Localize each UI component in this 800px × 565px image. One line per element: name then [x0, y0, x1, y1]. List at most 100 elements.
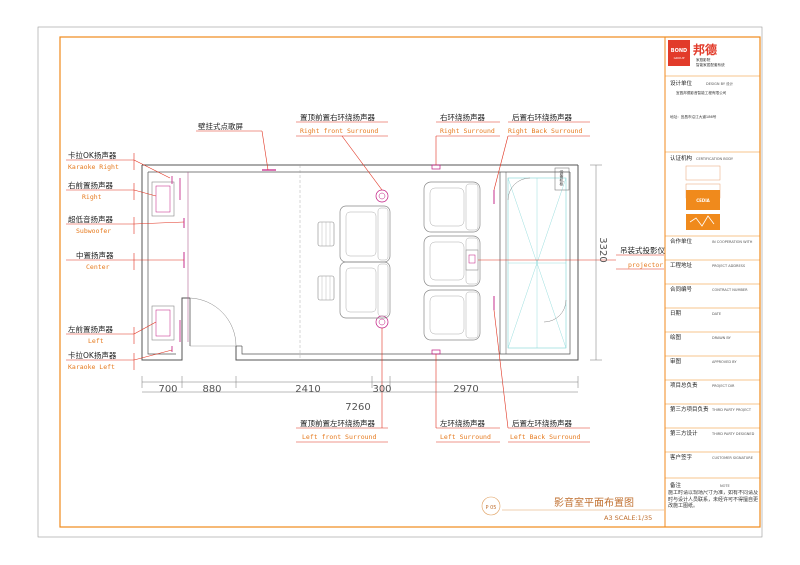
title-block-row-label: 日期: [670, 310, 682, 317]
seat-back-row-3: [423, 289, 481, 341]
title-block-row-label: 绘图: [670, 333, 682, 341]
callout-front-right-surround-en: Right front Surround: [300, 127, 378, 135]
dim-700: 700: [158, 384, 177, 395]
callout-karaoke-right: 卡拉OK扬声器: [68, 150, 117, 160]
dim-2410: 2410: [295, 384, 320, 395]
equipment-rack-label: 设备机柜: [560, 169, 565, 187]
entry-door: [189, 297, 237, 347]
dim-880: 880: [202, 384, 221, 395]
seat-back-row-1: [423, 181, 481, 233]
dimension-lines: [141, 164, 602, 393]
equipment-rack-area: 设备机柜: [507, 167, 570, 349]
dim-300: 300: [372, 384, 391, 395]
drawing-frame: [59, 36, 761, 528]
notes-text-box: 施工时请以现场尺寸为准，如有不同请及时与设计人员联系，未经许可不得擅自更改施工图…: [668, 490, 758, 509]
callout-karaoke-right-en: Karaoke Right: [68, 163, 119, 171]
title-block-row-label-en: DRAWN BY: [712, 336, 732, 340]
callout-left-front: 左前置扬声器: [68, 324, 113, 334]
callout-right-front-en: Right: [82, 193, 102, 201]
left-front-speaker: [151, 305, 181, 342]
title-block-row-label: 客户签字: [670, 453, 693, 461]
callout-wall-screen: 壁挂式点歌屏: [198, 121, 243, 131]
ceiling-speaker-right: [375, 189, 389, 203]
callout-back-left-surround-en: Left Back Surround: [510, 433, 581, 441]
title-block-rows: 合作单位 IN COOPERATION WITH 工程地址 PROJECT ADDRE…: [665, 235, 760, 461]
title-block-row-label: 工程地址: [670, 261, 693, 269]
callout-front-left-surround-en: Left front Surround: [302, 433, 376, 441]
logo-brand-sub: GROUP: [674, 56, 685, 60]
cert-logo-cedia: [686, 190, 720, 210]
title-block-row-label: 审图: [670, 357, 682, 365]
room-walls: [141, 164, 579, 361]
callout-back-right-surround: 后置右环绕扬声器: [512, 112, 572, 122]
title-block-row-label-en: DATE: [712, 312, 721, 316]
callout-left-surround: 左环绕扬声器: [440, 418, 485, 428]
projector: [465, 249, 479, 271]
title-block-row-label-en: IN COOPERATION WITH: [712, 240, 753, 244]
callout-left-front-en: Left: [88, 337, 104, 345]
cert-logo-wave: [686, 214, 720, 230]
drawing-scale: A3 SCALE:1/35: [604, 514, 652, 522]
design-unit-en: DESIGN BY 设计: [706, 81, 734, 86]
title-block-row-label: 第三方项目负责: [670, 405, 709, 413]
title-block-row-label: 合同编号: [670, 285, 693, 293]
notes-en: NOTE: [720, 484, 730, 488]
callout-back-right-surround-en: Right Back Surround: [508, 127, 582, 135]
certification-en: CERTIFICATION BODY: [696, 157, 734, 161]
callout-left-surround-en: Left Surround: [440, 433, 491, 441]
dim-height: 3320: [597, 237, 608, 262]
sheet-border: [37, 26, 763, 538]
title-block-row-label-en: CUSTOMER SIGNATURE: [712, 456, 753, 460]
right-front-speaker: [151, 178, 181, 217]
title-block-row-label-en: CONTRACT NUMBER: [712, 288, 748, 292]
dim-2970: 2970: [453, 384, 478, 395]
logo-brand-cn: 邦德: [693, 42, 717, 57]
right-surround-speaker: [431, 164, 441, 170]
title-block-row-label: 项目总负责: [670, 381, 698, 389]
seat-back-row-2: [423, 235, 481, 287]
design-unit-label: 设计单位: [670, 79, 693, 87]
callout-back-left-surround: 后置左环绕扬声器: [512, 418, 572, 428]
title-block: BOND GROUP 邦德 家庭影院 智能家居配套系统 设计单位 DESIGN …: [665, 40, 760, 509]
callout-right-surround: 右环绕扬声器: [440, 112, 485, 122]
callout-subwoofer-en: Subwoofer: [76, 227, 111, 235]
callout-center: 中置扬声器: [76, 250, 114, 260]
callout-karaoke-left: 卡拉OK扬声器: [68, 350, 117, 360]
callout-right-front: 右前置扬声器: [68, 180, 113, 190]
drawing-footer: P 05 影音室平面布置图 A3 SCALE:1/35: [481, 496, 664, 522]
page-code: P 05: [486, 505, 497, 511]
callout-lines: [66, 121, 664, 443]
title-block-row-label-en: THIRD PARTY PROJECT: [711, 408, 752, 412]
logo-tagline-1: 家庭影院: [696, 57, 711, 62]
callout-front-left-surround: 置顶前置左环绕扬声器: [300, 418, 375, 428]
dim-total: 7260: [345, 402, 370, 413]
logo-brand-en: BOND: [671, 48, 687, 54]
logo-tagline-2: 智能家居配套系统: [696, 62, 725, 67]
notes-label: 备注: [670, 481, 682, 489]
title-block-row-label-en: APPROVED BY: [712, 360, 737, 364]
callout-subwoofer: 超低音扬声器: [68, 214, 113, 224]
callout-projector: 吊装式投影仪: [620, 245, 665, 255]
callout-center-en: Center: [86, 263, 110, 271]
cert-logo-1: [685, 165, 721, 181]
certification-label: 认证机构: [670, 154, 693, 162]
callout-right-surround-en: Right Surround: [440, 127, 495, 135]
notes-text: 施工时请以现场尺寸为准，如有不同请及时与设计人员联系，未经许可不得擅自更改施工图…: [668, 490, 758, 509]
callout-karaoke-left-en: Karaoke Left: [68, 363, 115, 371]
callout-projector-en: projector: [628, 261, 663, 269]
cedia-text: CEDIA: [696, 198, 710, 203]
title-block-row-label-en: PROJECT DIR: [712, 384, 735, 388]
callout-front-right-surround: 置顶前置右环绕扬声器: [300, 112, 375, 122]
title-block-row-label: 第三方设计: [670, 429, 698, 437]
left-surround-speaker: [431, 349, 441, 355]
drawing-title: 影音室平面布置图: [554, 496, 634, 509]
design-company: 宜昌邦德影音智能工程有限公司: [676, 90, 727, 95]
title-block-row-label: 合作单位: [670, 237, 693, 245]
wave-icon: [689, 215, 715, 227]
seat-front-row-1: [317, 205, 391, 263]
title-block-row-label-en: PROJECT ADDRESS: [712, 264, 746, 268]
seat-front-row-2: [317, 261, 391, 319]
logo-box: [668, 40, 690, 66]
design-address: 地址：宜昌市沿江大道186号: [670, 114, 717, 119]
